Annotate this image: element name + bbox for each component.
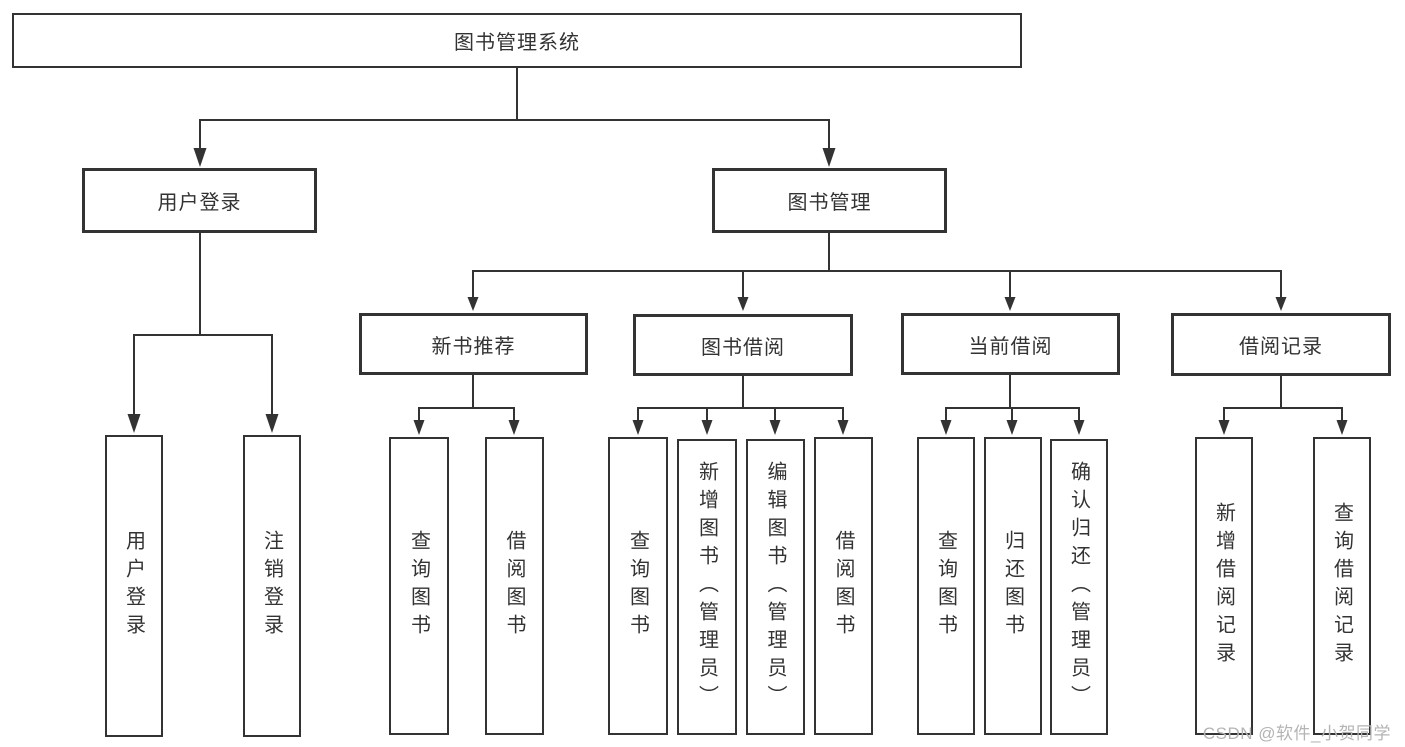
arrow-down-icon (1218, 420, 1230, 435)
arrow-down-icon (508, 420, 520, 435)
arrow-down-icon (1336, 420, 1348, 435)
node-book-management: 图书管理 (712, 168, 947, 233)
connector-book-mgmt-split (472, 233, 1282, 298)
leaf-return-books: 归还图书 (984, 437, 1042, 735)
arrow-down-icon (467, 297, 479, 311)
leaf-query-books: 查询图书 (389, 437, 449, 735)
node-label: 借阅图书 (832, 530, 854, 642)
arrow-down-icon (1275, 297, 1287, 311)
node-label: 查询图书 (934, 530, 957, 642)
arrow-down-icon (737, 297, 749, 311)
node-book-borrowing: 图书借阅 (633, 314, 853, 376)
connector-user-login-split (133, 233, 273, 416)
arrow-down-icon (193, 148, 207, 167)
connector-current-borrow-split (945, 375, 1080, 421)
csdn-watermark: CSDN @软件_小贺同学 (1202, 724, 1391, 743)
node-label: 查询图书 (407, 530, 430, 642)
arrow-down-icon (701, 420, 713, 435)
arrow-down-icon (1073, 420, 1085, 435)
connector-book-borrow-split (637, 376, 844, 421)
leaf-add-borrow-record: 新增借阅记录 (1195, 437, 1253, 735)
node-label: 用户登录 (122, 530, 145, 642)
node-new-book-recommend: 新书推荐 (359, 313, 588, 375)
arrow-down-icon (769, 420, 781, 435)
node-label: 注销登录 (260, 530, 283, 642)
leaf-confirm-return-admin: 确认归还（管理员） (1050, 439, 1108, 735)
node-label: 查询图书 (626, 530, 649, 642)
arrow-down-icon (1004, 297, 1016, 311)
arrow-down-icon (265, 414, 279, 433)
arrow-down-icon (413, 420, 425, 435)
leaf-borrow-books: 借阅图书 (485, 437, 544, 735)
node-label: 用户登录 (157, 192, 242, 214)
node-current-borrowing: 当前借阅 (901, 313, 1120, 375)
leaf-edit-books-admin: 编辑图书（管理员） (746, 439, 805, 735)
node-label: 编辑图书（管理员） (764, 461, 786, 713)
connector-records-split (1223, 376, 1343, 421)
arrow-down-icon (837, 420, 849, 435)
node-label: 借阅图书 (503, 530, 525, 642)
arrow-down-icon (822, 148, 836, 167)
leaf-query-books: 查询图书 (608, 437, 668, 735)
leaf-query-books: 查询图书 (917, 437, 975, 735)
node-user-login: 用户登录 (82, 168, 317, 233)
node-label: 图书借阅 (701, 336, 785, 359)
node-label: 当前借阅 (968, 335, 1053, 358)
connector-root-split (199, 68, 830, 149)
arrow-down-icon (632, 420, 644, 435)
arrow-down-icon (127, 414, 141, 433)
leaf-logout: 注销登录 (243, 435, 301, 737)
node-label: 确认归还（管理员） (1067, 461, 1090, 713)
arrow-down-icon (940, 420, 952, 435)
node-label: 查询借阅记录 (1330, 502, 1353, 670)
node-label: 新增图书（管理员） (695, 461, 718, 713)
node-label: 归还图书 (1001, 530, 1024, 642)
leaf-user-login: 用户登录 (105, 435, 163, 737)
arrow-down-icon (1006, 420, 1018, 435)
connector-new-book-split (418, 375, 515, 421)
node-library-system: 图书管理系统 (12, 13, 1022, 68)
node-label: 新增借阅记录 (1212, 502, 1235, 670)
leaf-query-borrow-record: 查询借阅记录 (1313, 437, 1371, 735)
node-label: 图书管理系统 (454, 32, 580, 54)
node-borrowing-records: 借阅记录 (1171, 313, 1391, 376)
leaf-add-books-admin: 新增图书（管理员） (677, 439, 737, 735)
node-label: 新书推荐 (431, 335, 516, 358)
leaf-borrow-books: 借阅图书 (814, 437, 873, 735)
node-label: 借阅记录 (1239, 336, 1323, 358)
node-label: 图书管理 (787, 192, 872, 214)
